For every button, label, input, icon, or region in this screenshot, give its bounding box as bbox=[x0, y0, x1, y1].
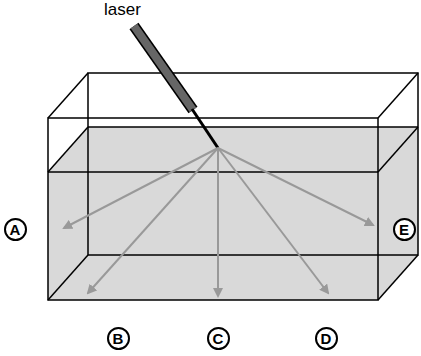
light-rays bbox=[64, 148, 373, 296]
callout-circle: B bbox=[107, 327, 130, 350]
callout-letter: B bbox=[113, 331, 124, 346]
water bbox=[48, 127, 418, 300]
callout-letter: C bbox=[213, 331, 224, 346]
laser-body bbox=[134, 26, 193, 110]
part-label: laser bbox=[104, 0, 141, 20]
callout-letter: E bbox=[399, 222, 409, 237]
callout-circle: A bbox=[4, 218, 27, 241]
tank-outline bbox=[48, 73, 418, 300]
callout-circle: C bbox=[207, 327, 230, 350]
callout-letter: D bbox=[321, 331, 332, 346]
callout-circle: D bbox=[315, 327, 338, 350]
laser-beam bbox=[192, 109, 218, 148]
callout-letter: A bbox=[10, 222, 21, 237]
laser-body bbox=[134, 26, 193, 110]
callout-circle: E bbox=[393, 218, 416, 241]
